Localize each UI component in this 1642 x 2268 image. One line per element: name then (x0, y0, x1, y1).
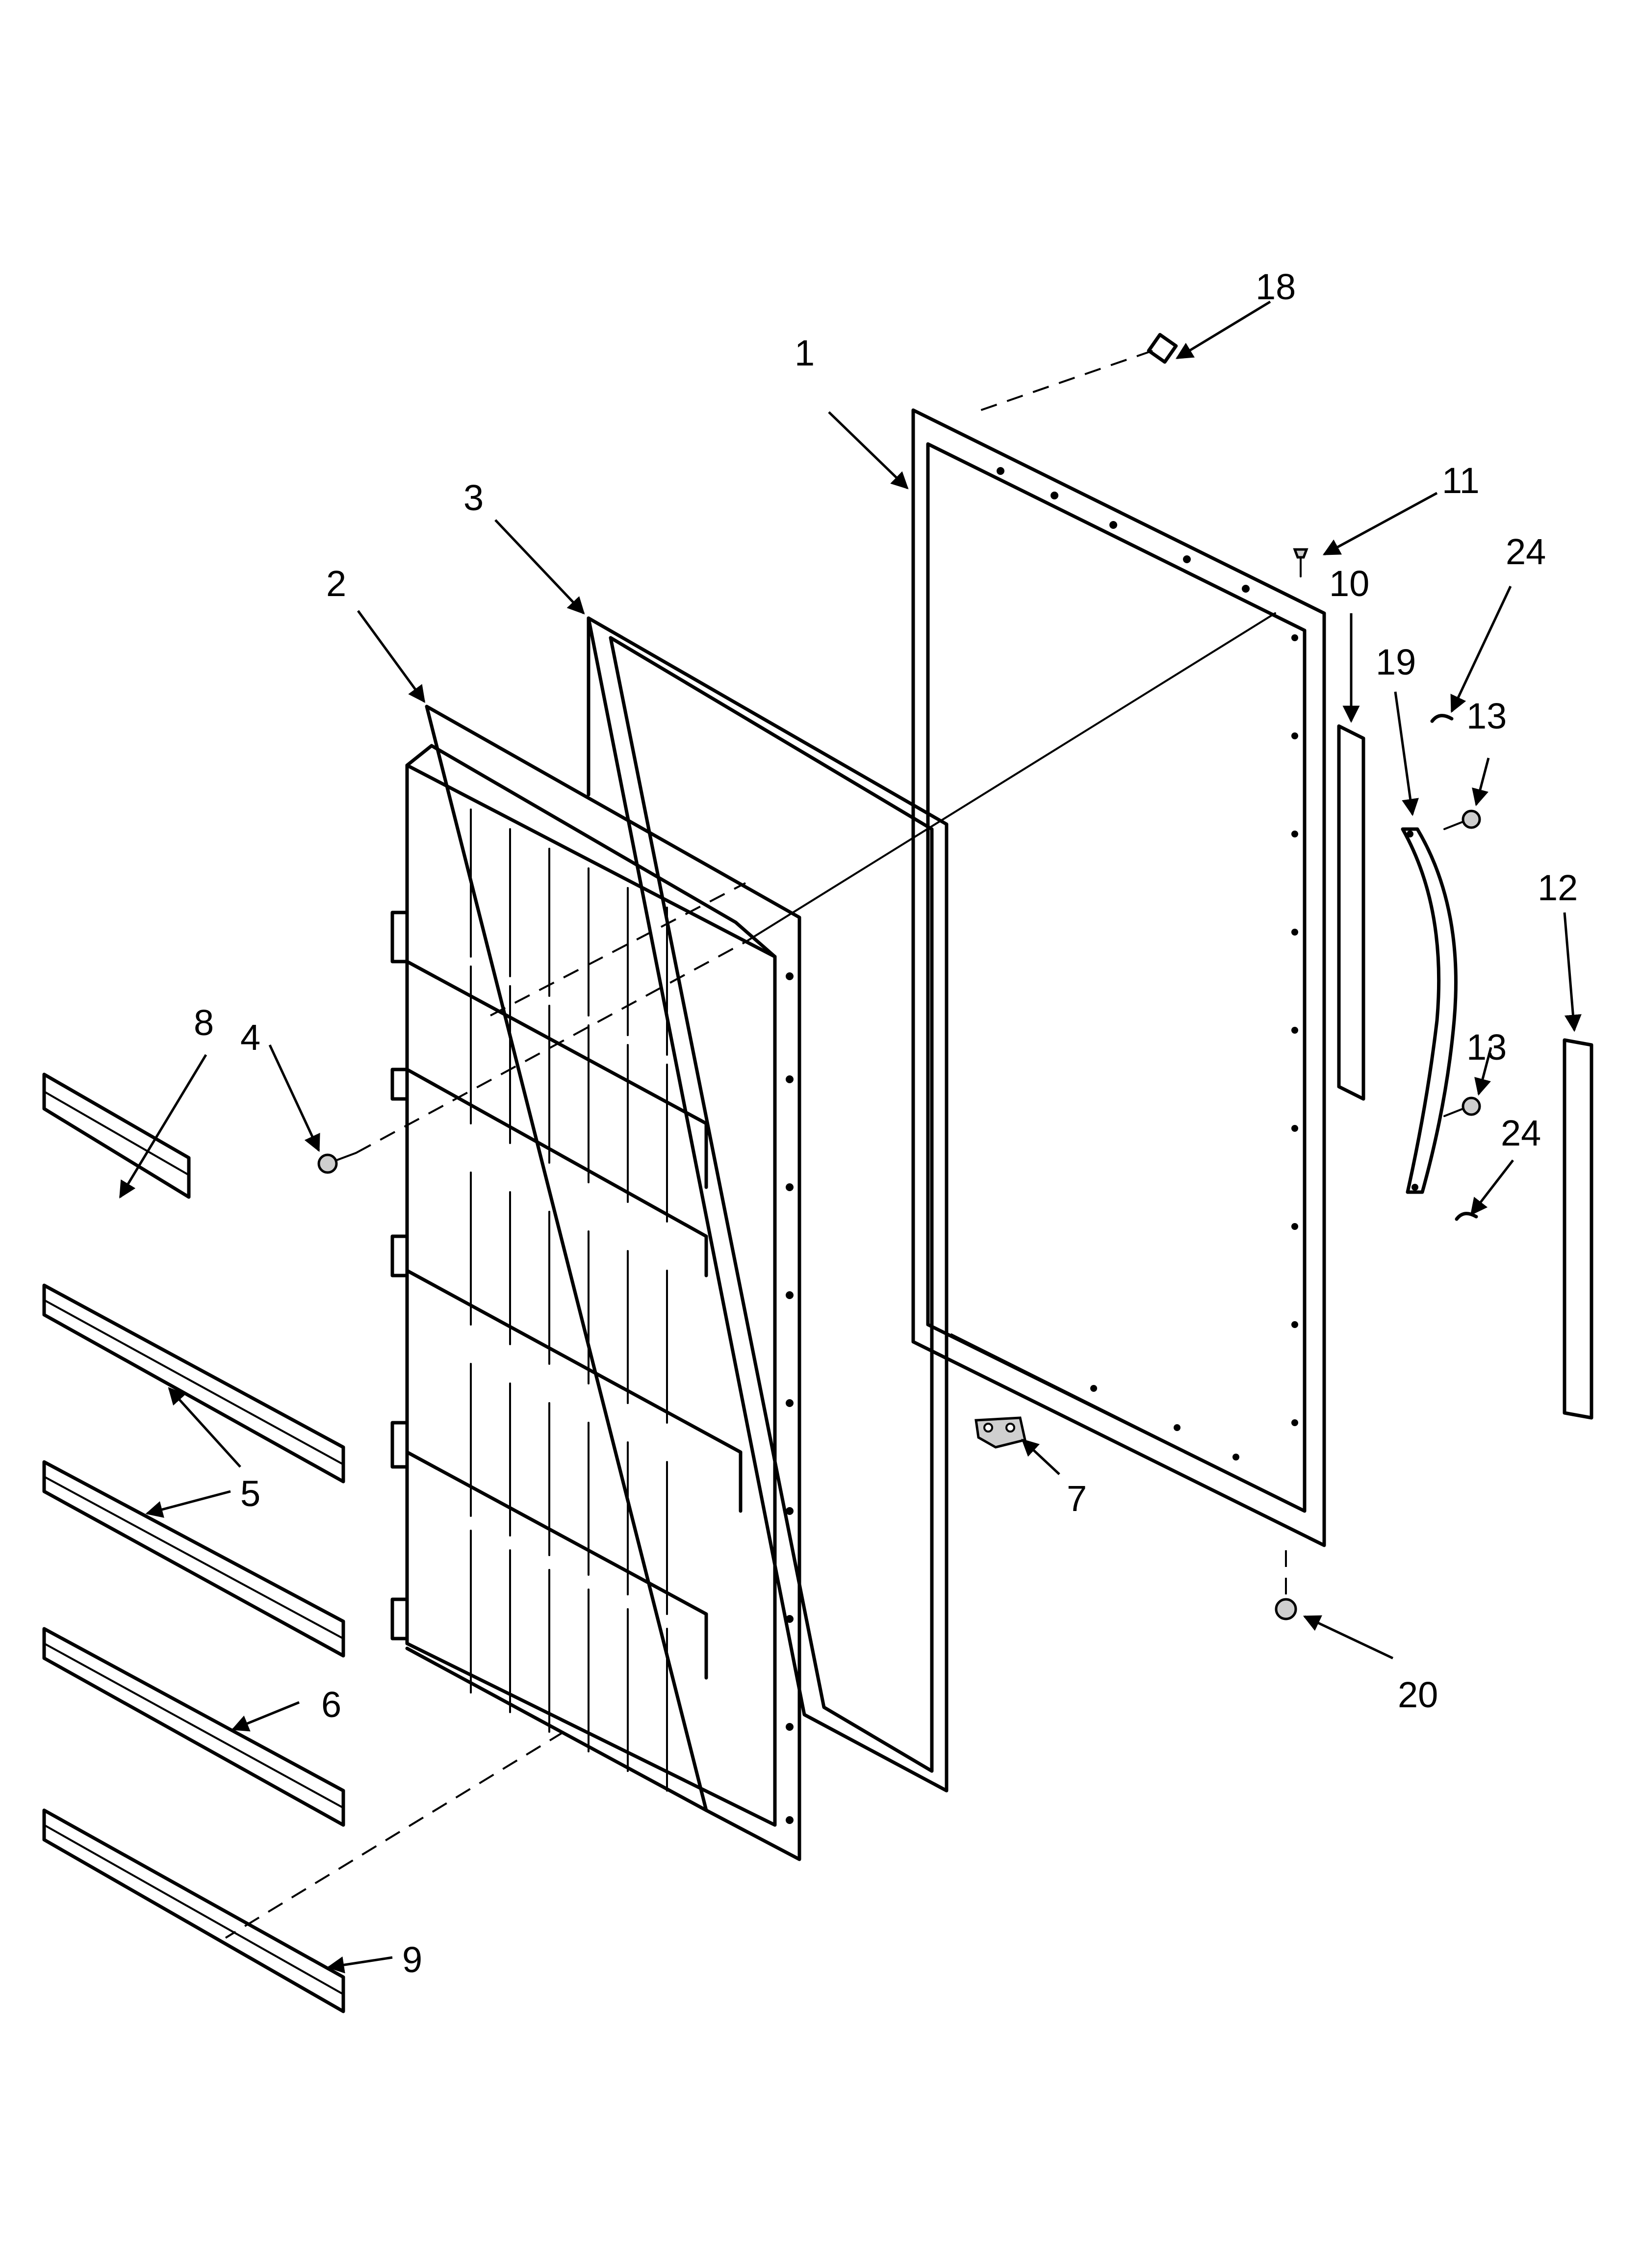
nut-part-20 (1275, 1550, 1297, 1620)
callout-18: 18 (1256, 266, 1296, 307)
callout-7: 7 (1067, 1478, 1087, 1519)
callout-labels: 1 2 3 4 5 5 6 7 8 9 10 11 12 13 13 18 19… (194, 266, 1578, 1980)
callout-11: 11 (1442, 460, 1480, 501)
callout-19: 19 (1376, 642, 1416, 682)
callout-20: 20 (1398, 1674, 1438, 1715)
leader-arrows (119, 300, 1582, 1974)
callout-12: 12 (1538, 867, 1578, 908)
screw-part-13-upper (1443, 809, 1481, 830)
callout-3: 3 (463, 477, 484, 518)
callout-13-lower: 13 (1466, 1027, 1507, 1068)
callout-4: 4 (240, 1017, 260, 1058)
assembly-lines (225, 350, 1276, 1939)
screw-part-11 (1293, 548, 1308, 577)
door-gasket (587, 616, 949, 1793)
hinge-part-7 (975, 1416, 1026, 1449)
screw-part-4 (317, 1152, 357, 1174)
callout-5-lower: 5 (240, 1473, 260, 1514)
clip-part-24-upper (1430, 714, 1454, 723)
outer-door-panel (911, 408, 1326, 1547)
callout-24-lower: 24 (1501, 1113, 1541, 1153)
trim-strip-part-10 (1337, 724, 1365, 1101)
callout-2: 2 (326, 563, 346, 604)
callout-8: 8 (194, 1002, 214, 1043)
callout-1: 1 (795, 333, 815, 373)
clip-part-18 (1147, 333, 1178, 364)
callout-10: 10 (1329, 563, 1369, 604)
callout-13-upper: 13 (1466, 696, 1507, 736)
inner-door-liner (390, 704, 801, 1861)
screw-part-13-lower (1443, 1096, 1481, 1117)
door-handle-part-19 (1401, 827, 1458, 1194)
callout-9: 9 (402, 1939, 422, 1980)
callout-6: 6 (321, 1684, 341, 1725)
callout-24-upper: 24 (1506, 531, 1546, 572)
clip-part-24-lower (1455, 1212, 1478, 1221)
callout-5-upper: 5 (240, 1473, 260, 1514)
trim-strips-left (42, 1072, 345, 2013)
trim-strip-part-12 (1563, 1038, 1593, 1420)
